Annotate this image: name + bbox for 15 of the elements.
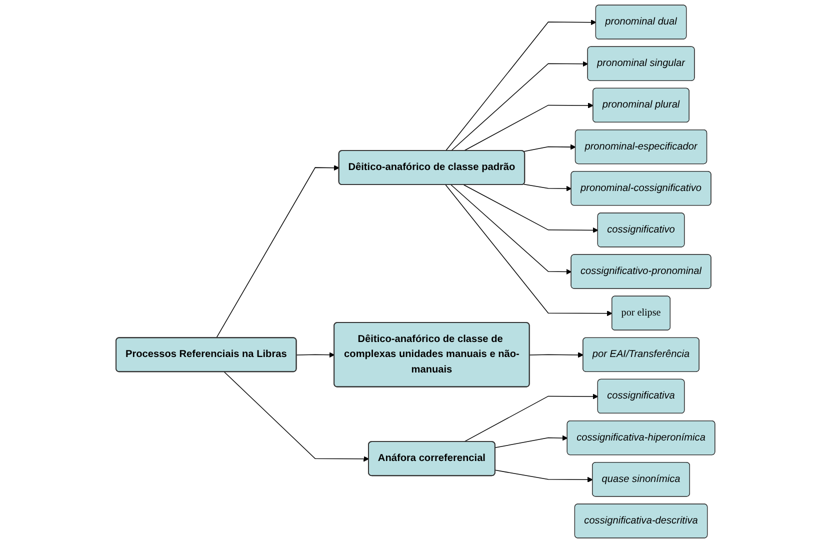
- arrow: [450, 61, 588, 152]
- arrow: [529, 352, 584, 358]
- arrow: [296, 352, 335, 358]
- arrow: [494, 470, 593, 482]
- arrow: [523, 144, 576, 152]
- arrow: [463, 102, 594, 152]
- arrow: [216, 165, 340, 338]
- arrow: [463, 184, 598, 233]
- arrow: [445, 20, 596, 152]
- arrow: [494, 435, 568, 448]
- arrow: [463, 394, 598, 442]
- arrow: [450, 184, 572, 275]
- arrow: [523, 184, 572, 192]
- arrow: [224, 372, 370, 462]
- arrow: [445, 184, 612, 316]
